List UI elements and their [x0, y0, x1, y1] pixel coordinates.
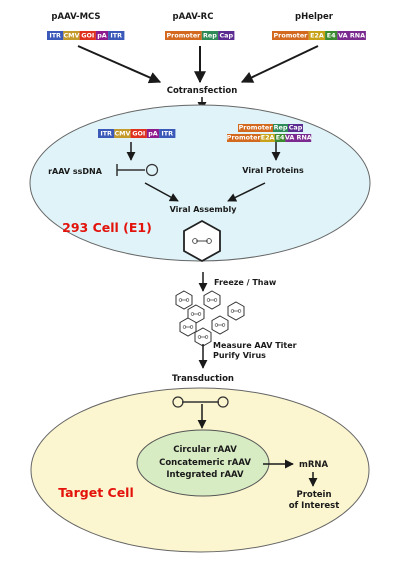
segment-label: Promoter	[166, 32, 201, 40]
segment-label: ITR	[161, 130, 173, 138]
segment-label: Rep	[274, 124, 288, 132]
segment-cmv	[63, 31, 80, 40]
arrow-mcs-to-cotransfection	[77, 45, 162, 84]
segment-label: Promoter	[273, 32, 308, 40]
segment-label: CMV	[114, 130, 130, 138]
plasmid-title-mcs: pAAV-MCS	[51, 12, 100, 22]
step-freeze-thaw: Freeze / Thaw	[214, 278, 277, 287]
nucleus-line-concatemeric: Concatemeric rAAV	[159, 458, 251, 468]
segment-promoter	[227, 134, 261, 142]
segment-itr	[98, 129, 115, 138]
segment-e4	[325, 31, 338, 40]
plasmid-title-helper: pHelper	[295, 12, 334, 22]
virus-particle	[211, 315, 229, 335]
protein-label-line2: of Interest	[289, 501, 340, 511]
plasmid-title-rc: pAAV-RC	[173, 12, 214, 22]
virus-particles	[175, 290, 245, 347]
nucleus-line-circular: Circular rAAV	[173, 445, 237, 455]
arrow-ssdna-to-assembly	[144, 182, 179, 202]
viral-assembly-label: Viral Assembly	[170, 205, 238, 214]
segment-label: E2A	[261, 134, 275, 142]
step-cotransfection: Cotransfection	[167, 86, 238, 96]
segment-label: GOI	[132, 130, 145, 138]
segment-promoter	[165, 31, 202, 40]
protein-label-line1: Protein	[296, 490, 331, 500]
capsid-icon	[183, 219, 221, 263]
segment-label: pA	[97, 32, 107, 40]
segment-e2a	[308, 31, 326, 40]
segment-label: ITR	[49, 32, 61, 40]
segment-label: GOI	[81, 32, 94, 40]
segment-label: CMV	[63, 32, 79, 40]
segment-rep	[201, 31, 219, 40]
producer-cell-name: 293 Cell (E1)	[62, 220, 152, 235]
rAAV-ssdna-label: rAAV ssDNA	[48, 167, 103, 176]
rAAV-genome-icon	[172, 396, 229, 408]
segment-label: E4	[276, 134, 285, 142]
segment-label: Promoter	[239, 124, 274, 132]
virus-particle	[227, 301, 245, 321]
segment-label: pA	[148, 130, 158, 138]
segment-label: Cap	[289, 124, 303, 132]
segment-label: Promoter	[227, 134, 262, 142]
virus-particle	[194, 327, 212, 347]
segment-va-rna	[285, 134, 312, 142]
segment-label: ITR	[110, 32, 122, 40]
mrna-label: mRNA	[299, 460, 329, 470]
nucleus	[136, 429, 270, 497]
segment-rep	[273, 124, 288, 132]
segment-label: VA RNA	[285, 134, 312, 142]
target-cell-name: Target Cell	[58, 485, 134, 500]
nucleus-line-integrated: Integrated rAAV	[166, 470, 244, 480]
segment-pa	[146, 129, 160, 138]
segment-label: Cap	[219, 32, 233, 40]
segment-label: Rep	[203, 32, 217, 40]
segment-label: ITR	[100, 130, 112, 138]
segment-promoter	[272, 31, 309, 40]
segment-label: E4	[327, 32, 336, 40]
viral-proteins-label: Viral Proteins	[242, 166, 304, 175]
virus-particle	[203, 290, 221, 310]
ssdna-icon	[116, 163, 159, 177]
segment-itr	[47, 31, 64, 40]
segment-itr	[108, 31, 125, 40]
segment-e4	[274, 134, 286, 142]
virus-particle	[179, 317, 197, 337]
virus-particle	[175, 290, 193, 310]
segment-cap	[218, 31, 235, 40]
segment-label: E2A	[310, 32, 324, 40]
segment-itr	[159, 129, 176, 138]
segment-e2a	[260, 134, 275, 142]
segment-cmv	[114, 129, 131, 138]
step-purify-virus: Purify Virus	[213, 351, 266, 360]
step-measure-titer: Measure AAV Titer	[213, 341, 297, 350]
segment-goi	[130, 129, 147, 138]
arrow-proteins-to-assembly	[227, 182, 266, 202]
producer-cell	[29, 104, 371, 262]
segment-pa	[95, 31, 109, 40]
arrow-helper-to-cotransfection	[240, 45, 319, 83]
segment-cap	[288, 124, 303, 132]
segment-label: VA RNA	[338, 32, 365, 40]
step-transduction: Transduction	[172, 374, 234, 384]
segment-promoter	[238, 124, 273, 132]
segment-va-rna	[337, 31, 366, 40]
segment-goi	[79, 31, 96, 40]
